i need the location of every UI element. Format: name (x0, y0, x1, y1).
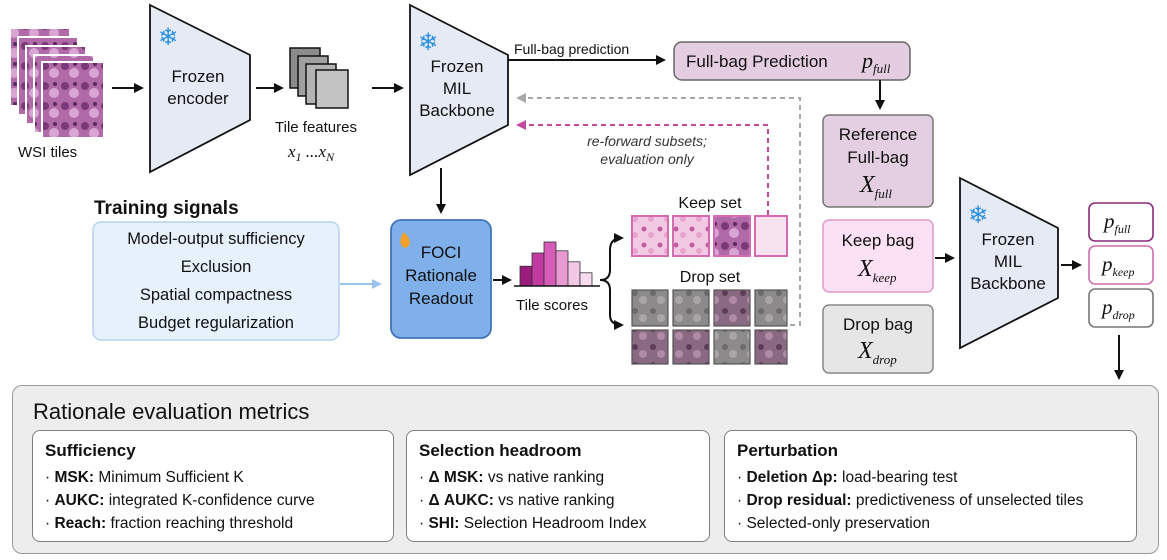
tile-score-bar (555, 250, 569, 287)
tile-features-stack (289, 47, 349, 109)
output-p-keep-symbol: pkeep (1100, 252, 1134, 279)
metrics-card-perturbation: Perturbation · Deletion Δp: load-bearing… (724, 430, 1137, 542)
snowflake-icon: ❄ (158, 24, 178, 51)
tile-features-math: x1 ...xN (287, 142, 335, 164)
wsi-tile-stack (9, 27, 105, 139)
snowflake-icon: ❄ (418, 29, 438, 56)
tile-scores-label: Tile scores (516, 297, 588, 314)
gray-dashed-reforward (516, 93, 801, 326)
foci-line1: FOCI (421, 243, 462, 262)
output-p-keep (1088, 245, 1154, 285)
training-signals-box (92, 221, 340, 341)
arrow-to-drop-set (599, 279, 624, 330)
metrics-line: · Drop residual: predictiveness of unsel… (737, 492, 1084, 509)
drop-bag-label: Drop bag (843, 315, 913, 334)
tile-score-bar (543, 241, 557, 287)
encoder-label-1: Frozen (172, 67, 225, 86)
tile-features-label: Tile features (275, 119, 357, 136)
keep-set-label: Keep set (678, 195, 742, 212)
encoder-label-2: encoder (167, 89, 229, 108)
foci-line3: Readout (409, 289, 474, 308)
full-bag-prediction-symbol: pfull (860, 48, 891, 76)
snowflake-icon: ❄ (968, 202, 988, 229)
training-signal-item: Model-output sufficiency (127, 230, 305, 248)
metrics-card-title: Sufficiency (45, 441, 136, 460)
backbone-right-line3: Backbone (970, 274, 1046, 293)
wsi-tiles-label: WSI tiles (18, 144, 77, 161)
output-p-drop-symbol: pdrop (1100, 295, 1135, 322)
training-signal-item: Exclusion (181, 258, 252, 276)
keep-bag-box (822, 219, 934, 293)
foci-line2: Rationale (405, 266, 477, 285)
full-bag-prediction-box (673, 41, 911, 81)
backbone-top-line3: Backbone (419, 101, 495, 120)
full-bag-arrow-label: Full-bag prediction (514, 41, 629, 57)
tile-score-bar (567, 261, 581, 287)
drop-set-tiles (631, 289, 788, 365)
keep-bag-symbol: Xkeep (857, 256, 897, 285)
tile-score-bar (579, 272, 593, 287)
reforward-label-1: re-forward subsets; (587, 133, 707, 149)
drop-bag-box (822, 304, 934, 374)
output-p-full-symbol: pfull (1102, 209, 1131, 236)
tile-score-bar (531, 252, 545, 287)
metrics-line: · Δ AUKC: vs native ranking (419, 492, 615, 509)
metrics-line: · Deletion Δp: load-bearing test (737, 469, 958, 486)
reference-symbol: Xfull (859, 172, 892, 201)
metrics-card-sufficiency: Sufficiency · MSK: Minimum Sufficient K … (32, 430, 394, 542)
frozen-mil-backbone-right (959, 176, 1059, 350)
full-bag-prediction-text: Full-bag Prediction (686, 52, 828, 71)
foci-readout-box (390, 219, 492, 339)
training-signals-title: Training signals (94, 198, 239, 219)
arrow-to-keep-set (599, 233, 624, 281)
metrics-line: · MSK: Minimum Sufficient K (45, 469, 244, 486)
drop-set-label: Drop set (680, 269, 741, 286)
magenta-dashed-reforward (516, 120, 769, 215)
metrics-line: · Δ MSK: vs native ranking (419, 469, 605, 486)
rationale-metrics-panel: Rationale evaluation metrics Sufficiency… (12, 385, 1159, 554)
backbone-top-line1: Frozen (431, 57, 484, 76)
training-signal-item: Budget regularization (138, 314, 294, 332)
metrics-title: Rationale evaluation metrics (33, 399, 310, 424)
output-p-full (1088, 202, 1154, 242)
frozen-encoder (149, 3, 251, 174)
training-signal-item: Spatial compactness (140, 286, 292, 304)
frozen-mil-backbone-top (409, 3, 509, 177)
drop-bag-symbol: Xdrop (857, 338, 897, 367)
backbone-right-line1: Frozen (982, 230, 1035, 249)
reference-full-bag-box (822, 114, 934, 208)
metrics-card-title: Perturbation (737, 441, 839, 460)
keep-set-tiles (631, 215, 788, 257)
tile-score-bar (519, 265, 533, 287)
flame-icon (400, 232, 410, 248)
metrics-card-title: Selection headroom (419, 441, 582, 460)
keep-bag-label: Keep bag (842, 231, 915, 250)
metrics-line: · Selected-only preservation (737, 515, 930, 532)
metrics-line: · AUKC: integrated K-confidence curve (45, 492, 315, 509)
reference-line1: Reference (839, 125, 917, 144)
backbone-top-line2: MIL (443, 79, 471, 98)
metrics-line: · SHI: Selection Headroom Index (419, 515, 647, 532)
metrics-card-selection-headroom: Selection headroom · Δ MSK: vs native ra… (406, 430, 710, 542)
backbone-right-line2: MIL (994, 252, 1022, 271)
reference-line2: Full-bag (847, 148, 908, 167)
reforward-label-2: evaluation only (600, 151, 694, 167)
output-p-drop (1088, 288, 1154, 328)
tile-score-histogram (519, 241, 593, 287)
metrics-line: · Reach: fraction reaching threshold (45, 515, 294, 532)
